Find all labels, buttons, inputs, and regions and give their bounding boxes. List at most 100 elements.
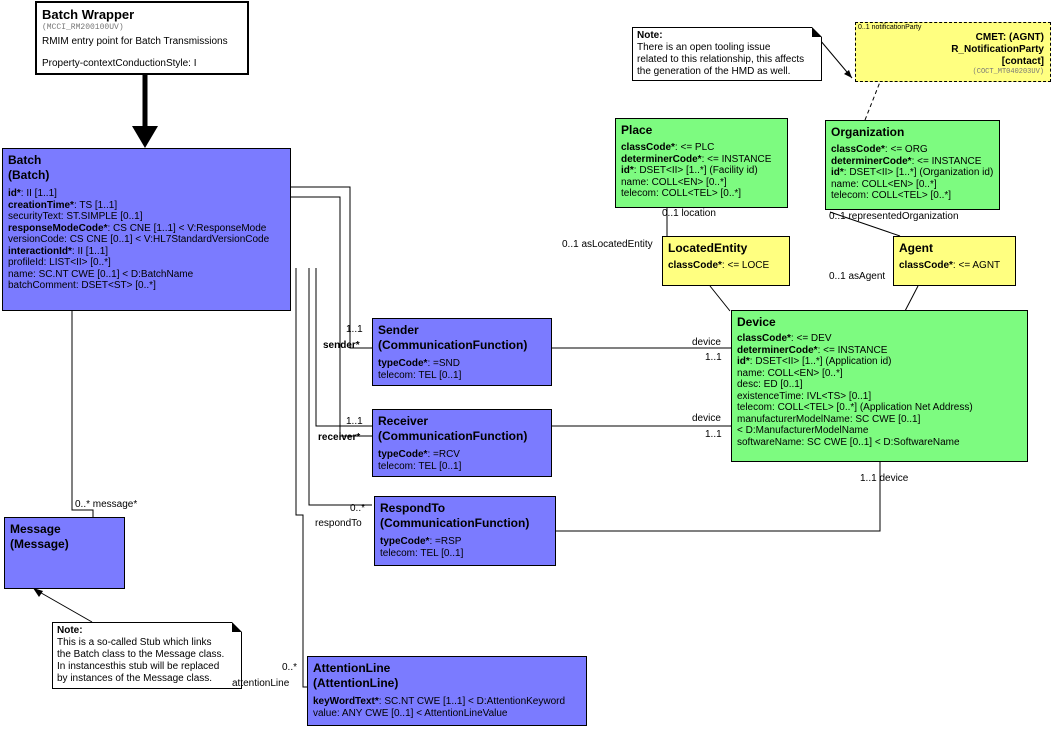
receiver-attribute-type: : TEL [0..1] <box>413 460 462 472</box>
respondto-attribute-name: typeCode* <box>380 536 430 547</box>
receiver-class-box[interactable]: Receiver (CommunicationFunction) typeCod… <box>372 409 552 477</box>
device-attribute: name: COLL<EN> [0..*] <box>737 368 1022 380</box>
cmet-line1: CMET: (AGNT) <box>975 32 1044 43</box>
organization-attribute-type: : COLL<EN> [0..*] <box>856 178 937 190</box>
cmet-multiplicity: 0..1 notificationParty <box>858 24 922 31</box>
batch-attribute: creationTime*: TS [1..1] <box>8 200 285 212</box>
attentionline-attribute: value: ANY CWE [0..1] < AttentionLineVal… <box>313 708 581 720</box>
attentionline-class-box[interactable]: AttentionLine (AttentionLine) keyWordTex… <box>307 656 587 726</box>
device-attribute: softwareName: SC CWE [0..1] < D:Software… <box>737 437 1022 449</box>
batch-title: Batch <box>8 153 42 167</box>
receiver-attribute: typeCode*: =RCV <box>378 449 546 461</box>
locatedentity-class-box[interactable]: LocatedEntity classCode*: <= LOCE <box>662 236 790 286</box>
sender-attribute: telecom: TEL [0..1] <box>378 370 546 382</box>
locatedentity-attribute-name: classCode* <box>668 260 722 271</box>
batch-wrapper-code: (MCCI_RM200100UV) <box>42 23 124 32</box>
place-attribute: id*: DSET<II> [1..*] (Facility id) <box>621 165 782 177</box>
organization-attribute-type: : DSET<II> [1..*] (Organization id) <box>843 167 994 178</box>
sender-class-box[interactable]: Sender (CommunicationFunction) typeCode*… <box>372 318 552 386</box>
receiver-title: Receiver <box>378 414 429 428</box>
batch-attribute-type: : DSET<ST> [0..*] <box>75 280 156 291</box>
batch-attribute: securityText: ST.SIMPLE [0..1] <box>8 211 285 223</box>
as-agent-label: 0..1 asAgent <box>829 271 886 282</box>
device-attribute: < D:ManufacturerModelName <box>737 425 1022 437</box>
respondto-attribute-type: : TEL [0..1] <box>415 547 464 559</box>
batch-wrapper-box[interactable]: Batch Wrapper (MCCI_RM200100UV) RMIM ent… <box>35 1 249 75</box>
device-attribute-type: : IVL<TS> [0..1] <box>801 390 872 402</box>
device-attribute-type: : DSET<II> [1..*] (Application id) <box>749 356 892 367</box>
batch-attribute-name: id* <box>8 188 21 199</box>
device-attribute-type: : ED [0..1] <box>758 379 803 390</box>
batch-attributes: id*: II [1..1]creationTime*: TS [1..1]se… <box>8 188 285 292</box>
cmet-code: (COCT_MT040203UV) <box>972 68 1044 76</box>
device-attribute-type: : SC CWE [0..1] <box>849 413 921 425</box>
receiver-device-role-label: device <box>692 413 721 424</box>
receiver-subtitle: (CommunicationFunction) <box>378 429 528 443</box>
organization-attribute-name: name <box>831 178 857 190</box>
organization-attribute: determinerCode*: <= INSTANCE <box>831 156 994 168</box>
organization-attribute-type: : <= ORG <box>884 144 928 155</box>
receiver-attribute: telecom: TEL [0..1] <box>378 461 546 473</box>
receiver-multiplicity-label: 1..1 <box>346 416 363 427</box>
note-line: the generation of the HMD as well. <box>637 66 791 77</box>
device-attribute: id*: DSET<II> [1..*] (Application id) <box>737 356 1022 368</box>
device-attribute-name: softwareName <box>737 436 802 448</box>
note-line: by instances of the Message class. <box>57 673 213 684</box>
device-attribute-name: classCode* <box>737 333 791 344</box>
note-label: Note: <box>637 30 663 41</box>
note-label: Note: <box>57 625 83 636</box>
respondto-attribute: typeCode*: =RSP <box>380 536 550 548</box>
sender-role-label: sender* <box>323 340 360 351</box>
note-line: This is a so-called Stub which links <box>57 637 212 648</box>
agent-attribute: classCode*: <= AGNT <box>899 260 1010 272</box>
note-stub: Note: This is a so-called Stub which lin… <box>52 622 242 689</box>
location-label: 0..1 location <box>662 208 716 219</box>
device-attribute-type: : SC CWE [0..1] < D:SoftwareName <box>801 436 960 448</box>
agent-class-box[interactable]: Agent classCode*: <= AGNT <box>893 236 1016 286</box>
attentionline-title: AttentionLine <box>313 661 391 675</box>
attentionline-attribute-name: keyWordText* <box>313 696 379 707</box>
place-attribute-type: : <= PLC <box>674 142 715 153</box>
device-attribute-type: < D:ManufacturerModelName <box>737 425 869 436</box>
batch-class-box[interactable]: Batch (Batch) id*: II [1..1]creationTime… <box>2 148 291 311</box>
respondto-class-box[interactable]: RespondTo (CommunicationFunction) typeCo… <box>374 496 556 566</box>
batch-attribute-name: name <box>8 268 34 280</box>
organization-attribute: telecom: COLL<TEL> [0..*] <box>831 190 994 202</box>
batch-attribute-type: : CS CNE [0..1] < V:HL7StandardVersionCo… <box>64 234 270 245</box>
batch-wrapper-desc: RMIM entry point for Batch Transmissions <box>42 36 228 47</box>
attentionline-attribute: keyWordText*: SC.NT CWE [1..1] < D:Atten… <box>313 696 581 708</box>
device-title: Device <box>737 315 776 329</box>
receiver-device-multiplicity-label: 1..1 <box>705 429 722 440</box>
attentionline-multiplicity-label: 0..* <box>282 662 298 673</box>
place-attribute: determinerCode*: <= INSTANCE <box>621 154 782 166</box>
batch-attribute: id*: II [1..1] <box>8 188 285 200</box>
device-attribute-name: desc <box>737 379 759 390</box>
note-line: In instancesthis stub will be replaced <box>57 661 220 672</box>
batch-attribute-type: : SC.NT CWE [0..1] < D:BatchName <box>33 268 194 280</box>
note-line: related to this relationship, this affec… <box>637 54 805 65</box>
place-attribute-name: determinerCode* <box>621 153 702 165</box>
sender-multiplicity-label: 1..1 <box>346 324 363 335</box>
device-attribute-name: existenceTime <box>737 390 802 402</box>
batch-attribute: profileId: LIST<II> [0..*] <box>8 257 285 269</box>
note-tooling-issue: Note: There is an open tooling issue rel… <box>632 27 822 81</box>
place-attribute-type: : DSET<II> [1..*] (Facility id) <box>633 165 758 176</box>
batch-subtitle: (Batch) <box>8 168 50 182</box>
message-class-box[interactable]: Message (Message) <box>4 517 125 589</box>
device-attribute-name: telecom <box>737 402 773 413</box>
cmet-notification-party-box[interactable]: 0..1 notificationParty CMET: (AGNT) R_No… <box>855 22 1051 82</box>
attentionline-role-label: attentionLine <box>232 678 290 689</box>
device-attribute: telecom: COLL<TEL> [0..*] (Application N… <box>737 402 1022 414</box>
device-attribute: desc: ED [0..1] <box>737 379 1022 391</box>
batch-attribute-name: responseModeCode* <box>8 222 108 234</box>
sender-device-role-label: device <box>692 337 721 348</box>
place-attribute-name: name <box>621 176 647 188</box>
cmet-line2: R_NotificationParty <box>951 44 1044 55</box>
